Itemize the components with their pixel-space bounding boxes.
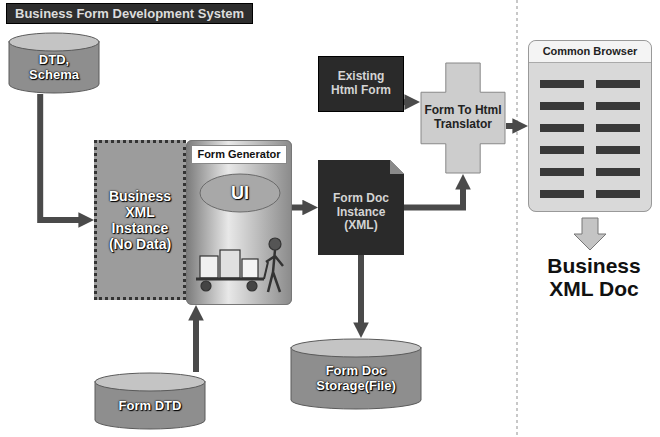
flow-arrow: [404, 182, 463, 208]
flow-arrow: [358, 255, 364, 330]
flow-arrow: [292, 205, 310, 211]
generator-panel-fill: [186, 140, 292, 305]
generator-panel: Form GeneratorUI: [186, 140, 292, 305]
browser-window: Common Browser: [528, 40, 652, 212]
browser-rows: [540, 80, 640, 198]
node-label: Form Doc Storage(File): [296, 364, 416, 394]
ui-ellipse: UI: [199, 173, 281, 213]
database-cylinder: DTD, Schema: [8, 32, 100, 94]
node-label: Business XML Instance (No Data): [101, 188, 179, 252]
html-form-box: Existing Html Form: [318, 56, 404, 112]
node-label: UI: [205, 183, 275, 204]
node-label: Form To Html Translator: [424, 104, 502, 132]
node-label: Existing Html Form: [323, 70, 399, 98]
cart-illustration: [196, 238, 283, 292]
browser-fill: [528, 40, 652, 212]
translator-cross: Form To Html Translator: [420, 62, 506, 174]
flow-arrow: [193, 313, 199, 372]
output-arrow: [574, 218, 606, 250]
flow-arrow: [506, 123, 520, 129]
flow-arrow: [40, 94, 86, 220]
node-label: Form Doc Instance (XML): [322, 192, 400, 233]
form-doc-box: Form Doc Instance (XML): [318, 160, 404, 255]
node-label: Form Generator: [191, 145, 286, 164]
dtd-cylinder: Form DTD: [94, 372, 206, 430]
node-label: Form DTD: [100, 399, 200, 414]
storage-cylinder: Form Doc Storage(File): [290, 338, 422, 410]
instance-box: Business XML Instance (No Data): [94, 140, 186, 300]
title-bar: Business Form Development System: [6, 3, 253, 24]
node-label: Common Browser: [529, 41, 651, 63]
node-label: DTD, Schema: [14, 53, 94, 83]
output-label: Business XML Doc: [536, 254, 652, 300]
separator-line: [516, 0, 518, 437]
flow-arrow: [404, 99, 412, 105]
